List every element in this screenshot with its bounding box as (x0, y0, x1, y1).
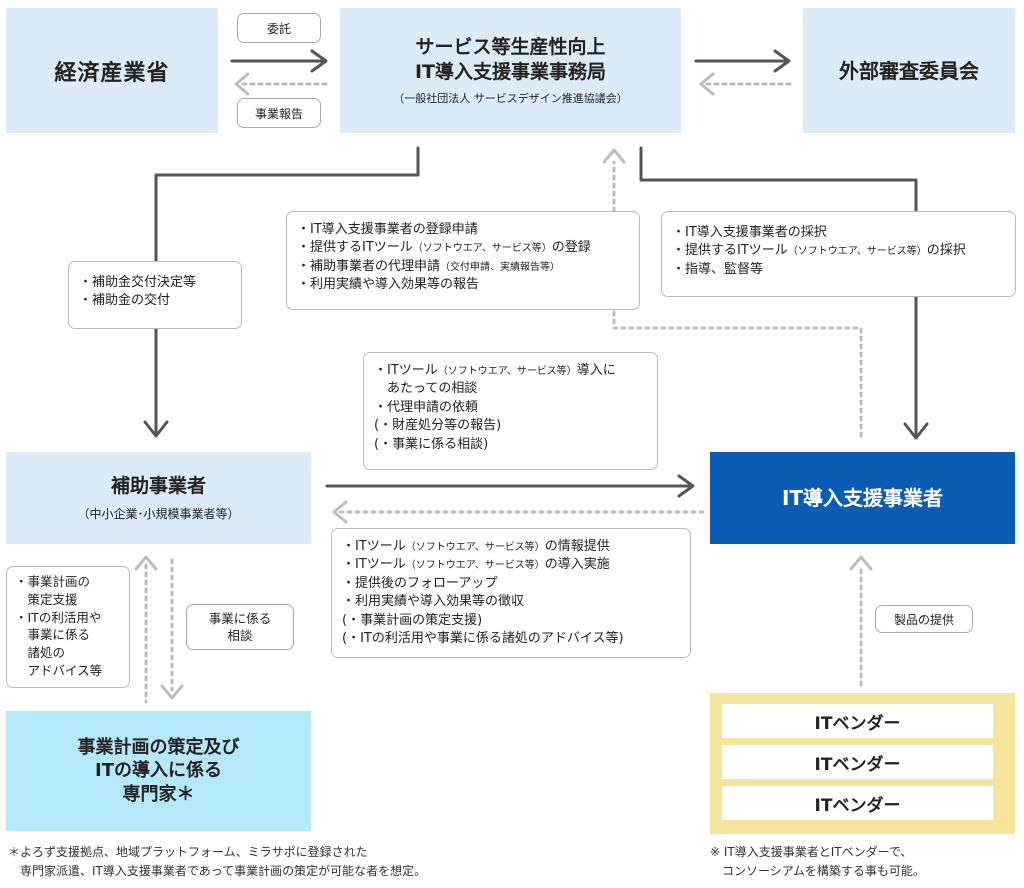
vendor-row-1: ITベンダー (722, 704, 993, 738)
entrust-label: 委託 (237, 13, 321, 43)
note-expert-support: ・事業計画の 策定支援 ・ITの利活用や 事業に係る 諸処の アドバイス等 (6, 566, 130, 688)
review-committee-label: 外部審査委員会 (839, 58, 979, 83)
expert-box: 事業計画の策定及び ITの導入に係る 専門家＊ (6, 711, 311, 831)
subsidy-business-title: 補助事業者 (110, 475, 206, 498)
note-adoption: ・IT導入支援事業者の採択 ・提供するITツール（ソフトウエア、サービス等）の採… (661, 211, 1016, 297)
expert-line3: 専門家＊ (122, 783, 195, 805)
note-request: ・ITツール（ソフトウエア、サービス等）導入に あたっての相談 ・代理申請の依頼… (363, 352, 658, 470)
secretariat-box: サービス等生産性向上 IT導入支援事業事務局 （一般社団法人 サービスデザイン推… (340, 8, 681, 133)
vendor-row-3: ITベンダー (722, 786, 993, 820)
meti-box: 経済産業省 (6, 8, 218, 133)
business-report-label: 事業報告 (237, 98, 321, 128)
note-grant: ・補助金交付決定等 ・補助金の交付 (68, 261, 242, 329)
expert-line1: 事業計画の策定及び (77, 736, 240, 758)
arrow-registration (612, 160, 863, 438)
subsidy-business-box: 補助事業者 （中小企業･小規模事業者等） (6, 452, 311, 544)
it-support-label: IT導入支援事業者 (781, 486, 944, 510)
it-support-box: IT導入支援事業者 (710, 452, 1015, 544)
product-supply-label: 製品の提供 (875, 605, 973, 633)
arrow-to-it-support (639, 146, 918, 439)
secretariat-sub: （一般社団法人 サービスデザイン推進協議会） (393, 92, 628, 106)
vendor-row-2: ITベンダー (722, 745, 993, 779)
secretariat-line1: サービス等生産性向上 (415, 35, 606, 58)
subsidy-business-sub: （中小企業･小規模事業者等） (77, 506, 240, 521)
footnote-right: ※ IT導入支援事業者とITベンダーで、 コンソーシアムを構築する事も可能。 (710, 845, 925, 878)
meti-label: 経済産業省 (54, 60, 170, 86)
footnote-left: ＊よろず支援拠点、地域プラットフォーム、ミラサポに登録された 専門家派遣、IT導… (8, 845, 427, 878)
secretariat-line2: IT導入支援事業事務局 (414, 60, 607, 83)
note-registration: ・IT導入支援事業者の登録申請 ・提供するITツール（ソフトウエア、サービス等）… (286, 211, 640, 310)
review-committee-box: 外部審査委員会 (803, 8, 1015, 133)
note-provision: ・ITツール（ソフトウエア、サービス等）の情報提供 ・ITツール（ソフトウエア、… (331, 528, 691, 658)
expert-line2: ITの導入に係る (95, 760, 222, 782)
consultation-label: 事業に係る 相談 (186, 604, 294, 650)
